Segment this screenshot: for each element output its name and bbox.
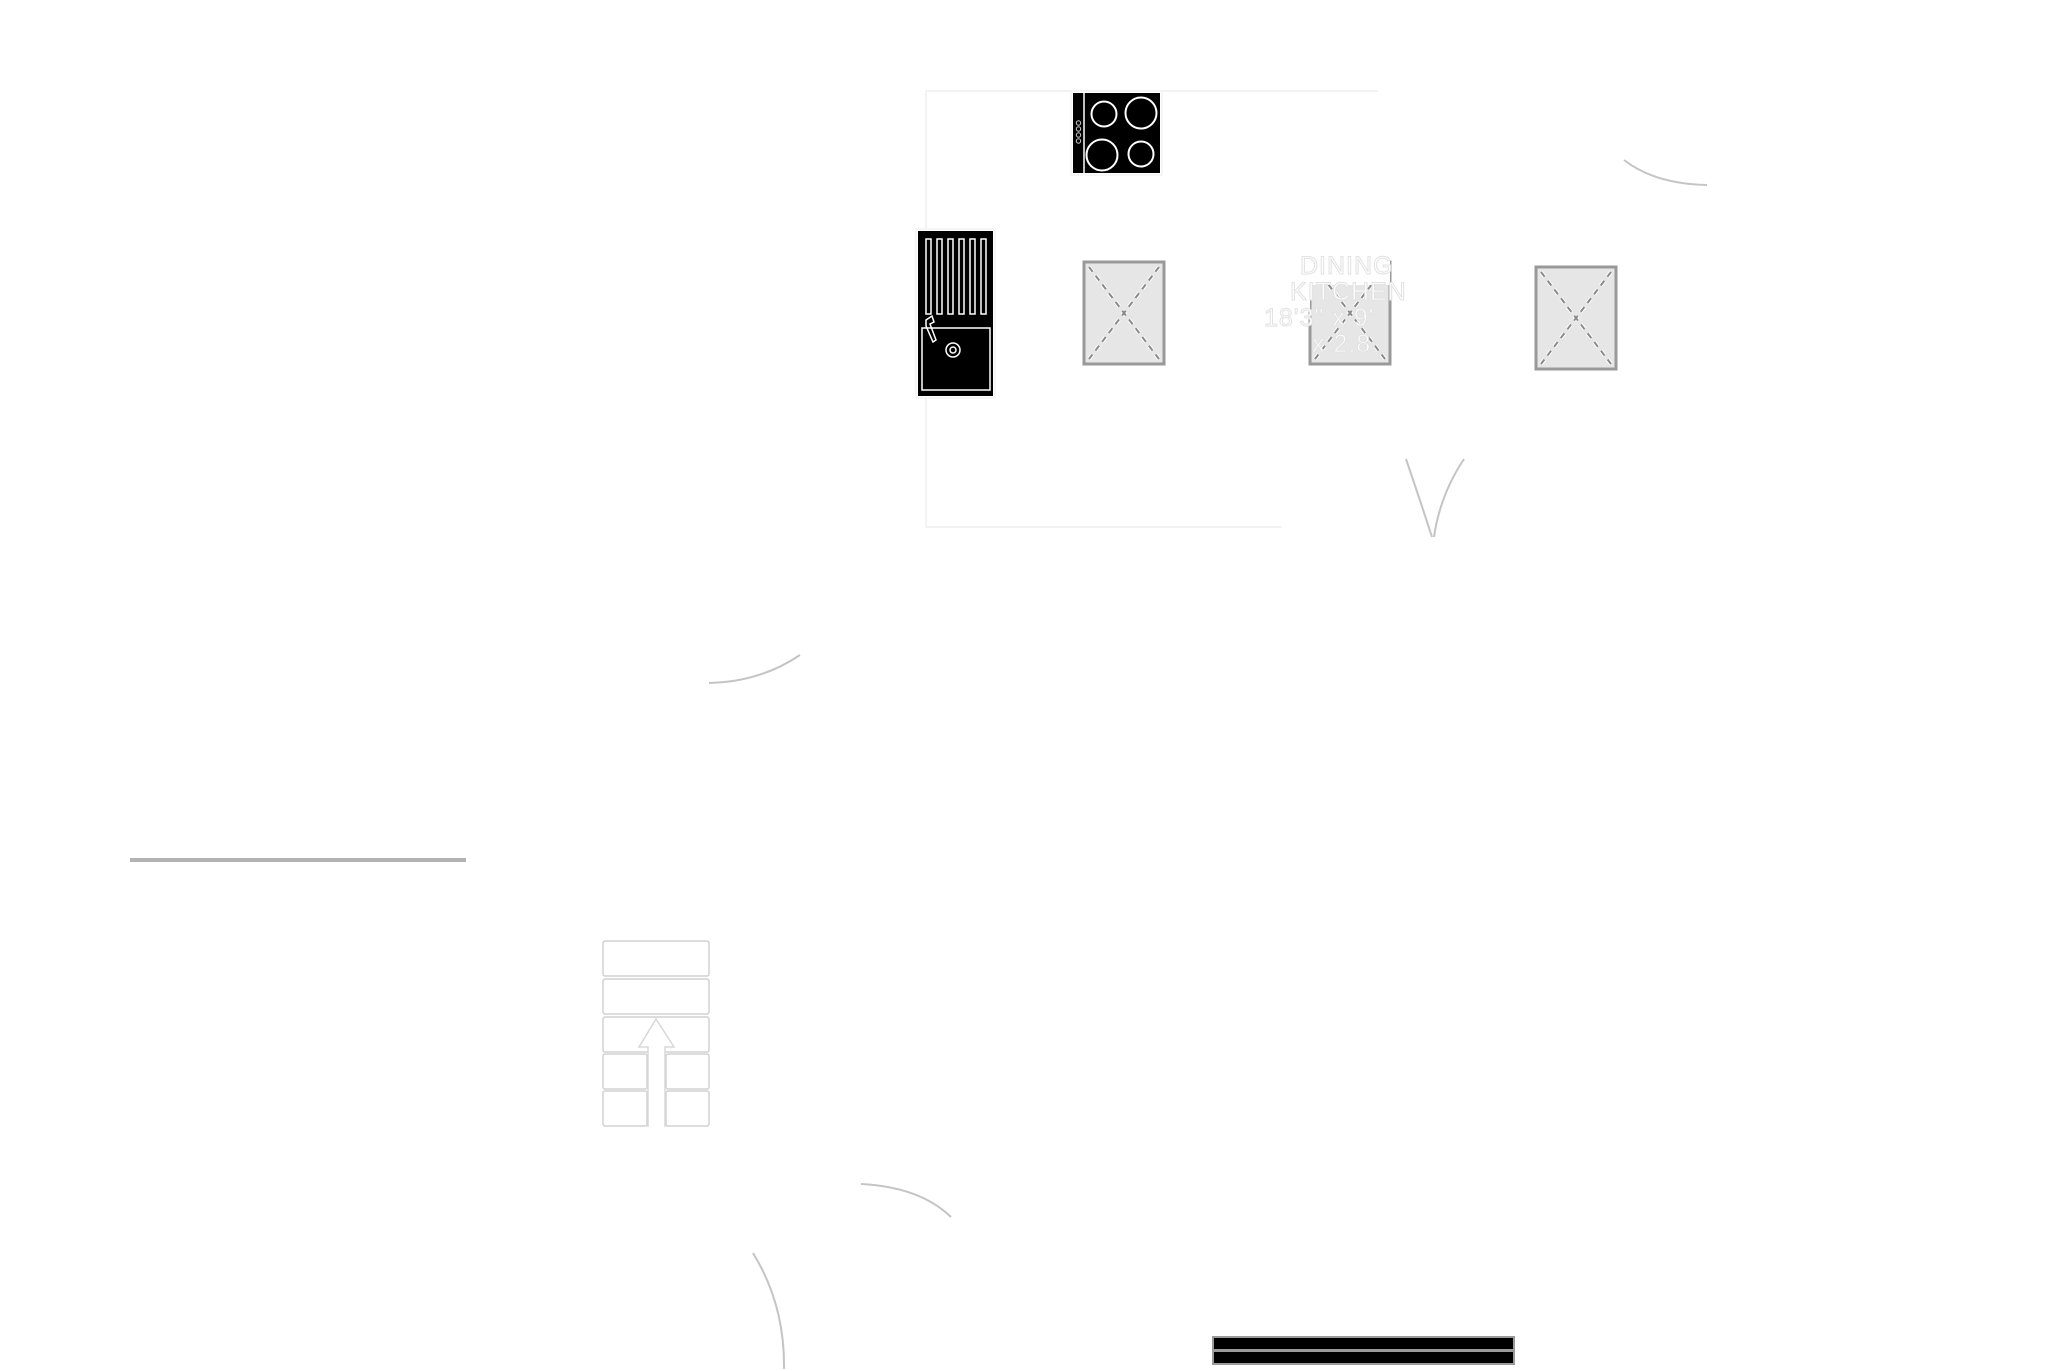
door-arc [860,1183,952,1218]
room-dimensions-line1: 18'3" x 9' [1263,304,1375,333]
door-arc [1433,458,1465,538]
sink-icon [915,228,996,399]
stairs-icon [602,940,710,1127]
door-arc [1405,458,1433,538]
room-label-dining-kitchen: DINING KITCHEN 18'3" x 9' x 2.8 [1260,252,1410,372]
room-dimensions-line2: x 2.8 [1311,330,1372,359]
door-arc [708,654,801,684]
door-swing-arcs [708,159,1708,1370]
door-arc [1623,159,1708,186]
skylight-icon [1534,265,1618,371]
cooktop-icon [1070,90,1163,176]
room-name-line1: DINING [1300,252,1394,281]
counter-bars [1212,1336,1515,1365]
arrow-up-icon [637,1017,676,1127]
door-arc [752,1252,786,1370]
room-name-line2: KITCHEN [1290,278,1407,307]
skylight-icon [1082,260,1166,366]
